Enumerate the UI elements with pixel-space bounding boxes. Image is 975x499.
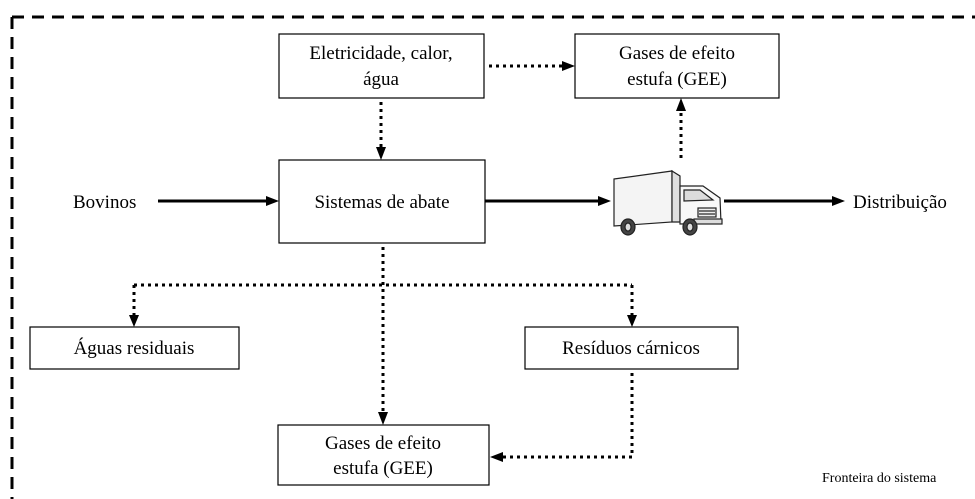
slaughter-system-label: Sistemas de abate [314, 192, 449, 213]
arrow-truck-to-distribution [724, 196, 845, 206]
truck-icon [613, 169, 723, 236]
output-label: Distribuição [853, 192, 947, 213]
wastewater-box: Águas residuais [29, 326, 240, 370]
arrow-energy-to-ghg [489, 61, 575, 71]
ghg-emissions-top-box: Gases de efeito estufa (GEE) [574, 33, 780, 99]
meat-waste-label: Resíduos cárnicos [562, 338, 700, 359]
ghg-emissions-bottom-box: Gases de efeito estufa (GEE) [277, 424, 490, 486]
arrow-input-to-slaughter [158, 196, 279, 206]
system-boundary [10, 15, 975, 499]
ghg-bottom-line2: estufa (GEE) [333, 458, 433, 479]
ghg-bottom-line1: Gases de efeito [325, 433, 441, 454]
arrow-energy-to-slaughter [376, 102, 386, 160]
energy-inputs-line2: água [363, 69, 399, 90]
input-label: Bovinos [73, 192, 136, 213]
arrow-truck-to-ghg [676, 98, 686, 158]
boundary-label: Fronteira do sistema [822, 471, 937, 486]
energy-inputs-line1: Eletricidade, calor, [309, 43, 452, 64]
arrow-slaughter-to-truck [485, 196, 611, 206]
arrow-slaughter-branches [129, 247, 637, 425]
ghg-top-line2: estufa (GEE) [627, 69, 727, 90]
energy-inputs-box: Eletricidade, calor, água [278, 33, 485, 99]
meat-waste-box: Resíduos cárnicos [524, 326, 739, 370]
ghg-top-line1: Gases de efeito [619, 43, 735, 64]
slaughter-system-box: Sistemas de abate [278, 159, 486, 244]
wastewater-label: Águas residuais [74, 337, 195, 359]
arrow-meatwaste-to-ghg [490, 373, 634, 462]
